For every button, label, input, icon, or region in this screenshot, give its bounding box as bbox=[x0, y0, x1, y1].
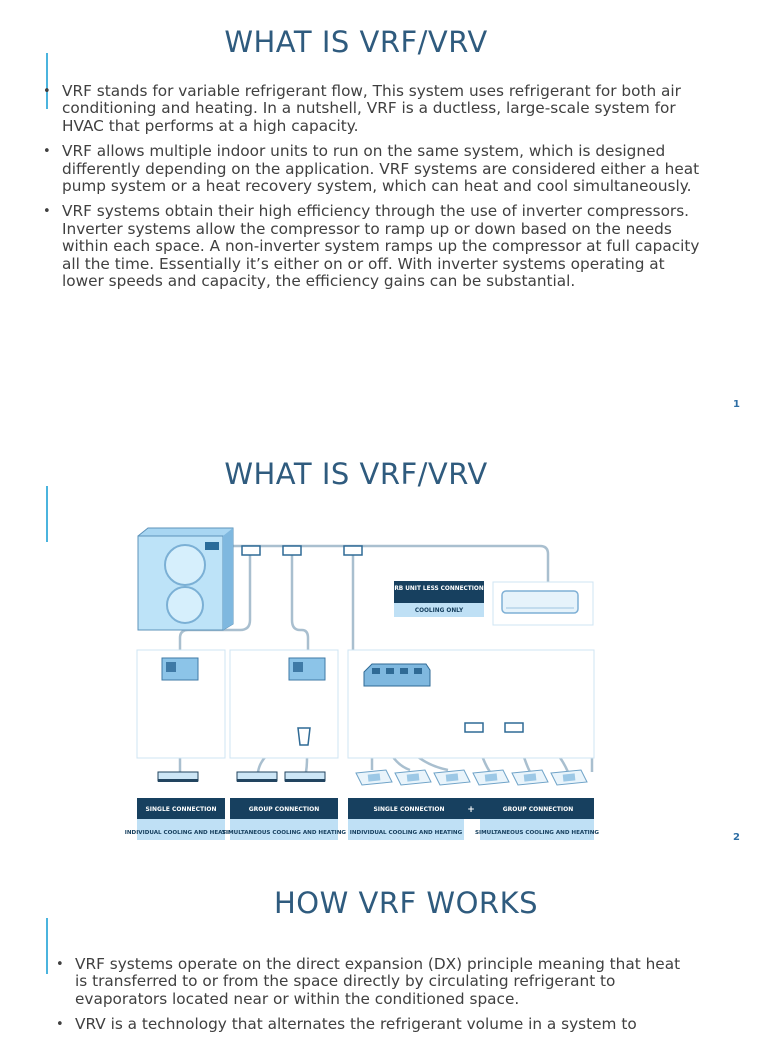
bullet-text: VRF allows multiple indoor units to run … bbox=[62, 142, 700, 196]
cassette-unit-icon bbox=[433, 769, 471, 786]
bullet-dot-icon: • bbox=[56, 1017, 64, 1033]
slide-title: WHAT IS VRF/VRV bbox=[224, 457, 488, 491]
refnet-joint-icon bbox=[282, 545, 302, 556]
cassette-unit-icon bbox=[394, 769, 432, 786]
refnet-joint-icon bbox=[464, 722, 484, 733]
cassette-unit-icon bbox=[355, 769, 393, 786]
group-connection-label: GROUP CONNECTION bbox=[249, 806, 320, 813]
page-number: 2 bbox=[733, 832, 740, 843]
slide-2: WHAT IS VRF/VRV bbox=[0, 430, 768, 860]
refnet-joint-icon bbox=[504, 722, 524, 733]
bullet-text: VRF systems operate on the direct expans… bbox=[75, 955, 681, 1008]
simultaneous-cooling-label: SIMULTANEOUS COOLING AND HEATING bbox=[222, 830, 346, 836]
individual-cooling-box bbox=[137, 819, 225, 840]
bs-box-icon bbox=[161, 657, 199, 681]
plus-sign: + bbox=[467, 805, 475, 815]
rb-unit-label: RB UNIT LESS CONNECTION bbox=[394, 586, 483, 592]
bullet-item: • VRF systems operate on the direct expan… bbox=[56, 955, 696, 1008]
single-connection-label: SINGLE CONNECTION bbox=[373, 806, 444, 813]
slide-accent-bar bbox=[46, 53, 48, 109]
cassette-unit-icon bbox=[511, 769, 549, 786]
multi-bs-box-icon bbox=[363, 663, 431, 687]
bullet-dot-icon: • bbox=[43, 204, 51, 220]
simultaneous-cooling-label: SIMULTANEOUS COOLING AND HEATING bbox=[475, 830, 599, 836]
simultaneous-cooling-box bbox=[230, 819, 338, 840]
group-connection-header bbox=[230, 798, 338, 819]
bullet-item: • VRF systems obtain their high efficienc… bbox=[43, 203, 703, 290]
group-connection-label: GROUP CONNECTION bbox=[503, 806, 574, 813]
bullet-text: VRF stands for variable refrigerant flow… bbox=[62, 82, 681, 135]
cassette-unit-icon bbox=[550, 769, 588, 786]
single-connection-header bbox=[137, 798, 225, 819]
refnet-joint-icon bbox=[241, 545, 261, 556]
bullet-list: • VRF stands for variable refrigerant flo… bbox=[43, 82, 703, 298]
refnet-joint-icon bbox=[297, 727, 311, 746]
ducted-indoor-unit-icon bbox=[236, 771, 278, 782]
ducted-indoor-unit-icon bbox=[157, 771, 199, 782]
vrf-system-diagram: RB UNIT LESS CONNECTION COOLING ONLY bbox=[125, 527, 599, 840]
bullet-text: VRV is a technology that alternates the … bbox=[75, 1015, 637, 1034]
individual-cooling-label: INDIVIDUAL COOLING AND HEATING bbox=[350, 830, 463, 836]
cooling-only-label-box bbox=[394, 603, 484, 617]
slide-3: HOW VRF WORKS • VRF systems operate on th… bbox=[0, 860, 768, 1033]
slide-title: WHAT IS VRF/VRV bbox=[224, 25, 488, 59]
slide-accent-bar bbox=[46, 918, 48, 974]
outdoor-unit-icon bbox=[137, 527, 234, 631]
wall-mounted-unit-icon bbox=[501, 590, 579, 614]
bullet-list: • VRF systems operate on the direct expan… bbox=[56, 955, 696, 1042]
bullet-dot-icon: • bbox=[43, 84, 51, 99]
slide-title: HOW VRF WORKS bbox=[274, 886, 538, 920]
bullet-item: • VRF stands for variable refrigerant flo… bbox=[43, 82, 703, 135]
bullet-item: • VRF allows multiple indoor units to run… bbox=[43, 143, 703, 195]
ducted-indoor-unit-icon bbox=[284, 771, 326, 782]
slide-1: WHAT IS VRF/VRV • VRF stands for variable… bbox=[0, 0, 768, 430]
bullet-text: VRF systems obtain their high efficiency… bbox=[62, 202, 700, 291]
page-number: 1 bbox=[733, 399, 740, 410]
refnet-joint-icon bbox=[343, 545, 363, 556]
simultaneous-cooling-box bbox=[480, 819, 594, 840]
bs-box-icon bbox=[288, 657, 326, 681]
individual-cooling-box bbox=[348, 819, 464, 840]
bullet-dot-icon: • bbox=[56, 957, 64, 972]
bullet-item: • VRV is a technology that alternates the… bbox=[56, 1016, 696, 1033]
slide-accent-bar bbox=[46, 486, 48, 542]
cooling-only-label: COOLING ONLY bbox=[415, 608, 464, 614]
cassette-unit-icon bbox=[472, 769, 510, 786]
rb-unit-label-box bbox=[394, 581, 484, 603]
bullet-dot-icon: • bbox=[43, 144, 51, 160]
multi-connection-header bbox=[348, 798, 594, 819]
individual-cooling-label: INDIVIDUAL COOLING AND HEATING bbox=[125, 830, 238, 836]
single-connection-label: SINGLE CONNECTION bbox=[145, 806, 216, 813]
